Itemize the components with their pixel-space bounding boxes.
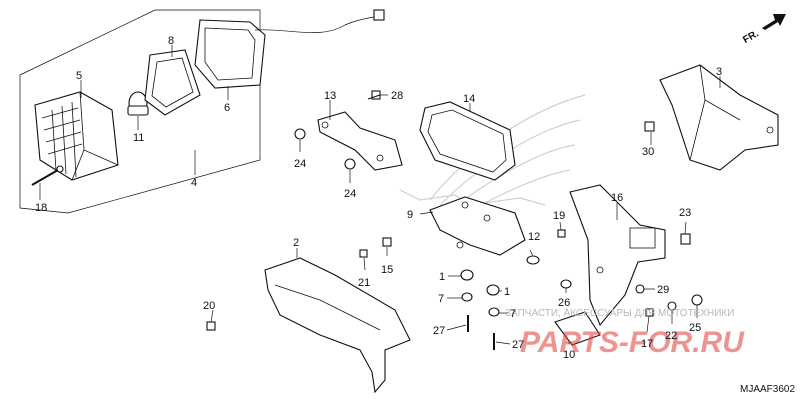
callout-18: 18 xyxy=(35,202,47,214)
callout-14: 14 xyxy=(463,93,475,105)
part-5-tail-lens[interactable] xyxy=(34,91,119,181)
callout-8: 8 xyxy=(168,35,174,47)
part-17-bolt[interactable] xyxy=(645,308,654,317)
part-23-clip[interactable] xyxy=(680,233,691,245)
part-28-bolt[interactable] xyxy=(367,90,381,100)
callout-16: 16 xyxy=(611,192,623,204)
part-20-screw[interactable] xyxy=(206,321,216,331)
part-19-screw[interactable] xyxy=(557,229,566,238)
callout-labels: 5 11 8 6 4 18 13 28 24 24 14 9 3 30 16 1… xyxy=(35,35,722,361)
part-24-washer-a[interactable] xyxy=(294,128,306,140)
callout-1-b: 1 xyxy=(504,286,510,298)
part-14-housing[interactable] xyxy=(419,101,516,181)
part-11-bulb[interactable] xyxy=(127,91,149,116)
callout-29: 29 xyxy=(657,284,669,296)
callout-27-b: 27 xyxy=(512,339,524,351)
diagram-code: MJAAF3602 xyxy=(740,384,795,395)
arrow-icon xyxy=(762,14,786,30)
assembly-outline xyxy=(19,9,261,214)
callout-20: 20 xyxy=(203,300,215,312)
part-3-frame-plate[interactable] xyxy=(659,64,779,171)
callout-17: 17 xyxy=(641,338,653,350)
callout-1-a: 1 xyxy=(439,271,445,283)
part-7-collar-a[interactable] xyxy=(461,292,473,302)
callout-25: 25 xyxy=(689,322,701,334)
callout-24-b: 24 xyxy=(344,188,356,200)
part-30-bolt[interactable] xyxy=(644,121,655,132)
callout-15: 15 xyxy=(381,264,393,276)
watermark-logo-text: PARTS-FOR.RU xyxy=(520,326,745,359)
part-9-bracket-plate[interactable] xyxy=(429,196,526,256)
callout-5: 5 xyxy=(76,70,82,82)
part-26-grommet[interactable] xyxy=(560,279,572,289)
part-7-collar-b[interactable] xyxy=(488,307,500,317)
callout-22: 22 xyxy=(665,330,677,342)
direction-label: FR. xyxy=(741,28,761,46)
callout-28: 28 xyxy=(391,90,403,102)
callout-10: 10 xyxy=(563,349,575,361)
callout-12: 12 xyxy=(528,231,540,243)
callout-19: 19 xyxy=(553,210,565,222)
callout-7-b: 7 xyxy=(510,308,516,320)
callout-9: 9 xyxy=(407,209,413,221)
watermark-small-text: ЗАПЧАСТИ, АКСЕССУАРЫ ДЛЯ МОТОТЕХНИКИ xyxy=(505,308,734,319)
part-2-rear-cover[interactable] xyxy=(264,257,411,394)
part-25-nut[interactable] xyxy=(691,294,703,306)
callout-2: 2 xyxy=(293,237,299,249)
callout-3: 3 xyxy=(716,66,722,78)
part-12-nut[interactable] xyxy=(526,255,540,265)
part-18-screw[interactable] xyxy=(31,165,64,186)
leader-lines xyxy=(39,45,721,345)
callout-24-a: 24 xyxy=(294,158,306,170)
callout-4: 4 xyxy=(191,177,197,189)
part-6-light-base[interactable] xyxy=(194,9,385,89)
callout-23: 23 xyxy=(679,207,691,219)
part-8-gasket[interactable] xyxy=(144,49,201,116)
part-13-bracket[interactable] xyxy=(317,111,403,171)
callout-7-a: 7 xyxy=(438,293,444,305)
callout-27-a: 27 xyxy=(433,325,445,337)
callout-30: 30 xyxy=(642,146,654,158)
part-1-nut-a[interactable] xyxy=(460,269,474,281)
part-15-grommet[interactable] xyxy=(382,237,392,247)
callout-6: 6 xyxy=(224,102,230,114)
part-1-nut-b[interactable] xyxy=(486,284,500,296)
callout-13: 13 xyxy=(324,90,336,102)
part-16-license-bracket[interactable] xyxy=(569,184,666,327)
callout-21: 21 xyxy=(358,277,370,289)
front-direction-indicator: FR. xyxy=(741,14,786,46)
part-29-nut[interactable] xyxy=(635,284,645,294)
callout-11: 11 xyxy=(133,132,144,144)
part-10-reflector[interactable] xyxy=(554,311,601,346)
callout-26: 26 xyxy=(558,297,570,309)
part-21-screw[interactable] xyxy=(359,249,368,258)
part-24-washer-b[interactable] xyxy=(344,158,356,170)
